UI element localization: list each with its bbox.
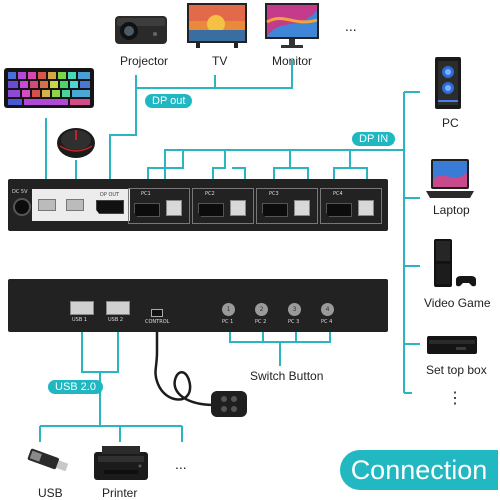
dp-in-port-3 xyxy=(262,203,288,217)
pc4-button[interactable]: 4 xyxy=(321,303,334,316)
tv-icon xyxy=(186,2,248,50)
game-controller-icon xyxy=(454,274,478,288)
top-more: ... xyxy=(345,18,357,34)
kvm-front-panel: DC 5V DP OUT PC1 PC2 PC3 PC4 xyxy=(8,179,388,231)
dp-in-tag: DP IN xyxy=(352,132,396,146)
dp-in-port-1 xyxy=(134,203,160,217)
usb-b-port-3 xyxy=(294,200,310,216)
pc3-port-label: PC3 xyxy=(269,191,279,197)
keyboard-icon xyxy=(3,66,95,110)
pc-group-1 xyxy=(128,188,190,224)
usb-b-port-2 xyxy=(230,200,246,216)
pc2-button[interactable]: 2 xyxy=(255,303,268,316)
monitor-label: Monitor xyxy=(272,54,313,68)
pc1-button-label: PC 1 xyxy=(222,319,234,325)
pc1-button[interactable]: 1 xyxy=(222,303,235,316)
usb-b-port-1 xyxy=(166,200,182,216)
dp-in-port-4 xyxy=(326,203,352,217)
right-device-laptop: Laptop xyxy=(433,203,470,217)
pc4-button-label: PC 4 xyxy=(321,319,333,325)
game-console-icon xyxy=(432,238,454,288)
dp-out-port-label: DP OUT xyxy=(100,192,120,198)
dp-in-port-2 xyxy=(198,203,224,217)
monitor-icon xyxy=(264,2,320,50)
switch-button-label: Switch Button xyxy=(250,369,324,383)
mouse-icon xyxy=(56,126,96,160)
usb1-label: USB 1 xyxy=(72,317,88,323)
pc-group-4 xyxy=(320,188,382,224)
pc1-port-label: PC1 xyxy=(141,191,151,197)
usb-port-1 xyxy=(38,199,56,211)
dc-label: DC 5V xyxy=(12,189,28,195)
tv-label: TV xyxy=(212,54,228,68)
dc-port xyxy=(13,198,31,216)
wired-remote-icon xyxy=(210,390,248,418)
usb-drive-icon xyxy=(22,446,76,476)
dp-out-tag: DP out xyxy=(145,94,193,108)
pc-group-2 xyxy=(192,188,254,224)
usb2-label: USB 2 xyxy=(108,317,124,323)
pc-tower-icon xyxy=(432,56,464,110)
set-top-box-icon xyxy=(426,334,478,358)
usb-port-2 xyxy=(66,199,84,211)
usb-port-back-1 xyxy=(70,301,94,315)
control-label: CONTROL xyxy=(145,319,170,325)
bottom-device-usb: USB xyxy=(38,486,63,500)
laptop-icon xyxy=(425,158,475,200)
connection-banner: Connection xyxy=(340,450,498,490)
usb-b-port-4 xyxy=(358,200,374,216)
right-device-pc: PC xyxy=(442,116,459,130)
pc3-button-label: PC 3 xyxy=(288,319,300,325)
right-more: ⋮ xyxy=(447,390,463,407)
control-port xyxy=(151,309,163,317)
pc2-button-label: PC 2 xyxy=(255,319,267,325)
printer-icon xyxy=(92,442,150,482)
projector-label: Projector xyxy=(120,54,169,68)
right-device-set-top-box: Set top box xyxy=(426,363,487,377)
usb-tag: USB 2.0 xyxy=(48,380,103,394)
pc2-port-label: PC2 xyxy=(205,191,215,197)
dp-out-port xyxy=(96,200,124,214)
right-device-video-game: Video Game xyxy=(424,296,491,310)
kvm-back-panel: USB 1 USB 2 CONTROL 1 2 3 4 PC 1 PC 2 PC… xyxy=(8,279,388,332)
pc4-port-label: PC4 xyxy=(333,191,343,197)
pc3-button[interactable]: 3 xyxy=(288,303,301,316)
pc-group-3 xyxy=(256,188,318,224)
bottom-device-printer: Printer xyxy=(102,486,138,500)
usb-port-back-2 xyxy=(106,301,130,315)
projector-icon xyxy=(113,6,169,48)
bottom-more: ... xyxy=(175,456,187,472)
